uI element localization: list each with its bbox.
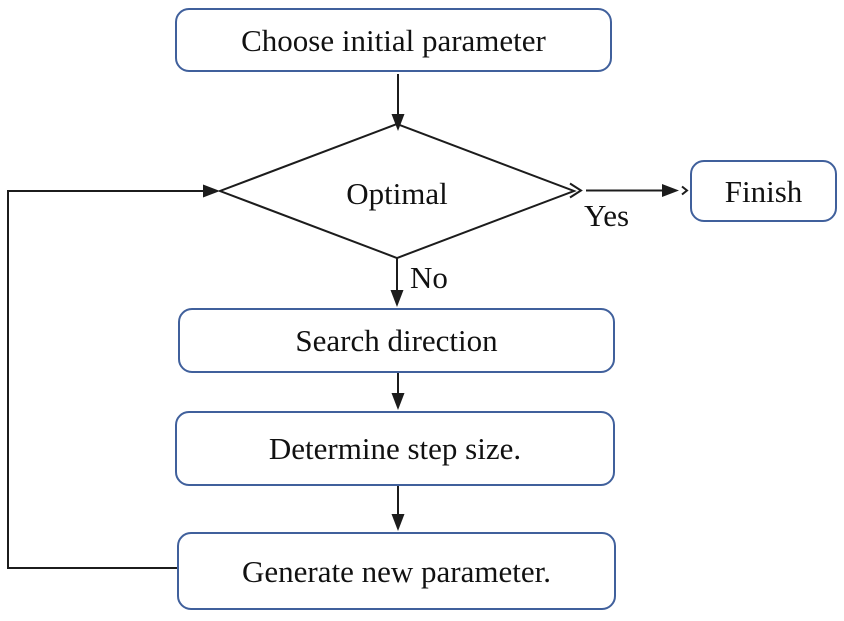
- arrow-start-to-decision: [391, 74, 405, 131]
- start-node-label: Choose initial parameter: [241, 22, 546, 58]
- yes-branch-label: Yes: [584, 198, 630, 233]
- arrow-search-to-step: [391, 373, 405, 410]
- generate-new-parameter-node-label: Generate new parameter.: [242, 553, 551, 589]
- arrow-step-to-generate: [391, 486, 405, 531]
- search-direction-node: Search direction: [178, 308, 615, 373]
- no-branch-label: No: [410, 260, 448, 295]
- arrow-decision-to-search: [390, 258, 404, 307]
- finish-node: Finish: [690, 160, 837, 222]
- finish-node-label: Finish: [724, 173, 803, 209]
- loop-arrow-generate-to-decision: [7, 184, 220, 569]
- start-node: Choose initial parameter: [175, 8, 612, 72]
- determine-step-size-node-label: Determine step size.: [268, 431, 522, 466]
- decision-node-label: Optimal: [346, 175, 448, 211]
- generate-new-parameter-node: Generate new parameter.: [177, 532, 616, 610]
- determine-step-size-node: Determine step size.: [175, 411, 615, 486]
- search-direction-node-label: Search direction: [295, 323, 498, 358]
- arrow-decision-to-finish: [569, 182, 689, 199]
- decision-node: Optimal: [297, 176, 497, 210]
